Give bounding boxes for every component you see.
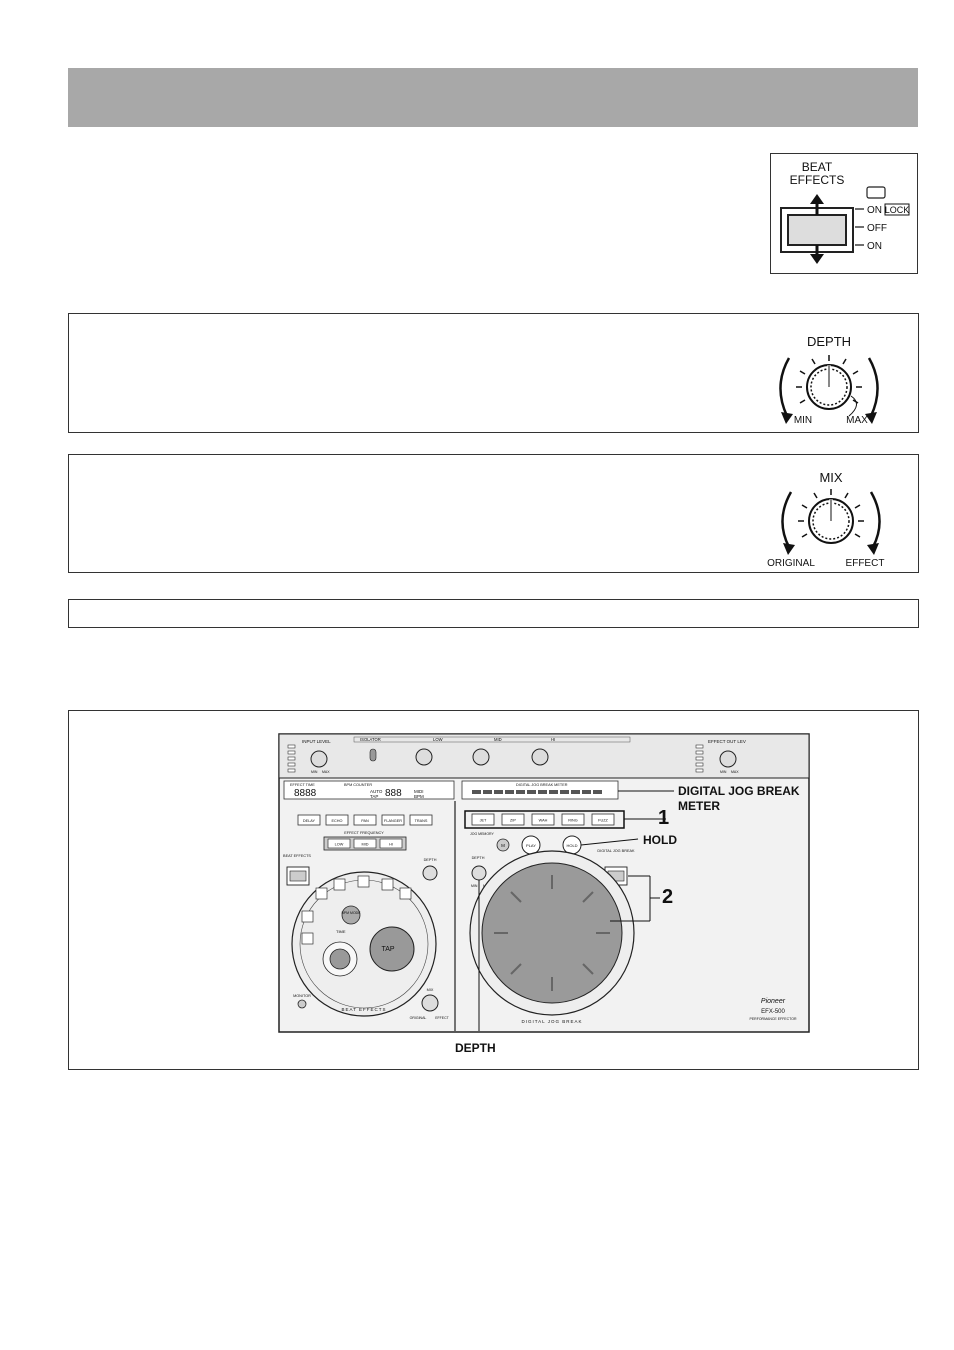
callout-number-1: 1 — [658, 807, 670, 829]
switch-lever — [787, 214, 847, 246]
callout-depth: DEPTH — [455, 1041, 496, 1055]
svg-text:888: 888 — [385, 788, 402, 799]
svg-text:TAP: TAP — [381, 946, 394, 953]
position-label-middle: OFF — [867, 223, 887, 234]
svg-text:BPM MODE: BPM MODE — [341, 911, 361, 915]
svg-text:JET: JET — [480, 819, 487, 823]
svg-text:8888: 8888 — [294, 788, 317, 799]
svg-text:HI: HI — [389, 843, 393, 847]
svg-text:EFX-500: EFX-500 — [761, 1009, 785, 1015]
svg-text:EFFECT: EFFECT — [435, 1016, 449, 1020]
rotate-left-arrow-icon — [779, 357, 793, 424]
svg-text:MID: MID — [494, 737, 502, 742]
svg-text:ORIGINAL: ORIGINAL — [410, 1016, 427, 1020]
depth-min-label: MIN — [794, 415, 812, 426]
callout-hold: HOLD — [643, 833, 677, 847]
note-box — [68, 599, 919, 628]
callout-number-2: 2 — [662, 886, 674, 908]
beat-effects-title-line1: BEAT — [802, 160, 833, 174]
svg-text:M: M — [501, 843, 505, 848]
svg-text:INPUT LEVEL: INPUT LEVEL — [302, 739, 331, 744]
svg-text:MIN: MIN — [720, 770, 727, 774]
rotate-right-arrow-icon — [867, 491, 881, 555]
svg-text:ZIP: ZIP — [510, 819, 516, 823]
svg-text:DIGITAL JOG BREAK: DIGITAL JOG BREAK — [521, 1019, 582, 1024]
efx500-panel-illustration: INPUT LEVEL MIN MAX ISOLATOR LOW MID HI … — [278, 733, 810, 1033]
svg-text:TRANS: TRANS — [415, 819, 428, 823]
svg-text:MONITOR: MONITOR — [293, 994, 311, 998]
indicator-lamp — [866, 186, 886, 199]
svg-text:HI: HI — [551, 737, 555, 742]
svg-text:MIX: MIX — [427, 988, 434, 992]
mix-effect-label: EFFECT — [846, 558, 885, 569]
svg-text:Pioneer: Pioneer — [761, 998, 786, 1005]
svg-text:PAN: PAN — [361, 819, 369, 823]
depth-max-label: MAX — [846, 415, 868, 426]
depth-knob-figure: DEPTH MIN MAX — [779, 334, 879, 426]
svg-text:MIN: MIN — [311, 770, 318, 774]
svg-text:DIGITAL JOG BREAK: DIGITAL JOG BREAK — [597, 849, 635, 853]
svg-text:MIN: MIN — [471, 884, 478, 888]
svg-text:BPM COUNTER: BPM COUNTER — [344, 783, 372, 787]
svg-text:ECHO: ECHO — [332, 819, 343, 823]
svg-text:LOW: LOW — [433, 737, 443, 742]
mix-knob-figure: MIX ORIGINAL EFFECT — [767, 470, 885, 569]
svg-text:BPM: BPM — [414, 794, 424, 799]
position-label-top: ON — [867, 205, 882, 216]
svg-text:DELAY: DELAY — [303, 819, 316, 823]
svg-text:HOLD: HOLD — [566, 843, 577, 848]
svg-text:DEPTH: DEPTH — [424, 858, 437, 862]
svg-text:MAX: MAX — [731, 770, 739, 774]
svg-text:DEPTH: DEPTH — [472, 856, 485, 860]
svg-text:AUTO: AUTO — [370, 789, 383, 794]
svg-text:TIME: TIME — [336, 929, 346, 934]
svg-text:BEAT EFFECTS: BEAT EFFECTS — [341, 1007, 386, 1012]
svg-text:FUZZ: FUZZ — [598, 819, 608, 823]
svg-text:MAX: MAX — [322, 770, 330, 774]
mix-original-label: ORIGINAL — [767, 558, 815, 569]
device-figure-box: INPUT LEVEL MIN MAX ISOLATOR LOW MID HI … — [68, 710, 919, 1070]
svg-text:FLANGER: FLANGER — [384, 819, 402, 823]
callout-meter-line1: DIGITAL JOG BREAK — [678, 784, 800, 798]
arrow-up-icon — [810, 194, 824, 215]
svg-text:MID: MID — [362, 843, 369, 847]
svg-text:PERFORMANCE EFFECTOR: PERFORMANCE EFFECTOR — [750, 1017, 797, 1021]
mix-knob-title: MIX — [819, 470, 842, 485]
depth-knob-title: DEPTH — [807, 334, 851, 349]
rotate-left-arrow-icon — [781, 491, 795, 555]
depth-info-box: DEPTH MIN MAX — [68, 313, 919, 433]
position-label-bottom: ON — [867, 241, 882, 252]
lock-label: LOCK — [885, 205, 910, 215]
callout-meter-line2: METER — [678, 799, 720, 813]
svg-text:JOG MEMORY: JOG MEMORY — [470, 832, 495, 836]
svg-text:PLAY: PLAY — [526, 843, 536, 848]
svg-text:DIGITAL JOG BREAK METER: DIGITAL JOG BREAK METER — [516, 783, 568, 787]
svg-text:EFFECT FREQUENCY: EFFECT FREQUENCY — [344, 831, 384, 835]
arrow-down-icon — [810, 245, 824, 264]
svg-text:BEAT EFFECTS: BEAT EFFECTS — [283, 854, 311, 858]
svg-text:EFFECT TIME: EFFECT TIME — [290, 783, 315, 787]
mix-info-box: MIX ORIGINAL EFFECT — [68, 454, 919, 573]
svg-text:WAH: WAH — [539, 819, 548, 823]
svg-text:RING: RING — [568, 819, 578, 823]
beat-effects-switch-figure: BEAT EFFECTS ON LOCK OFF ON — [770, 153, 918, 274]
beat-effects-title-line2: EFFECTS — [790, 173, 845, 187]
svg-text:TAP: TAP — [370, 794, 378, 799]
svg-text:EFFECT OUT LEV: EFFECT OUT LEV — [708, 739, 746, 744]
svg-text:ISOLATOR: ISOLATOR — [360, 737, 381, 742]
svg-text:MIDI: MIDI — [414, 789, 424, 794]
section-header-bar — [68, 68, 918, 127]
svg-text:LOW: LOW — [335, 843, 344, 847]
rotate-right-arrow-icon — [865, 357, 879, 424]
